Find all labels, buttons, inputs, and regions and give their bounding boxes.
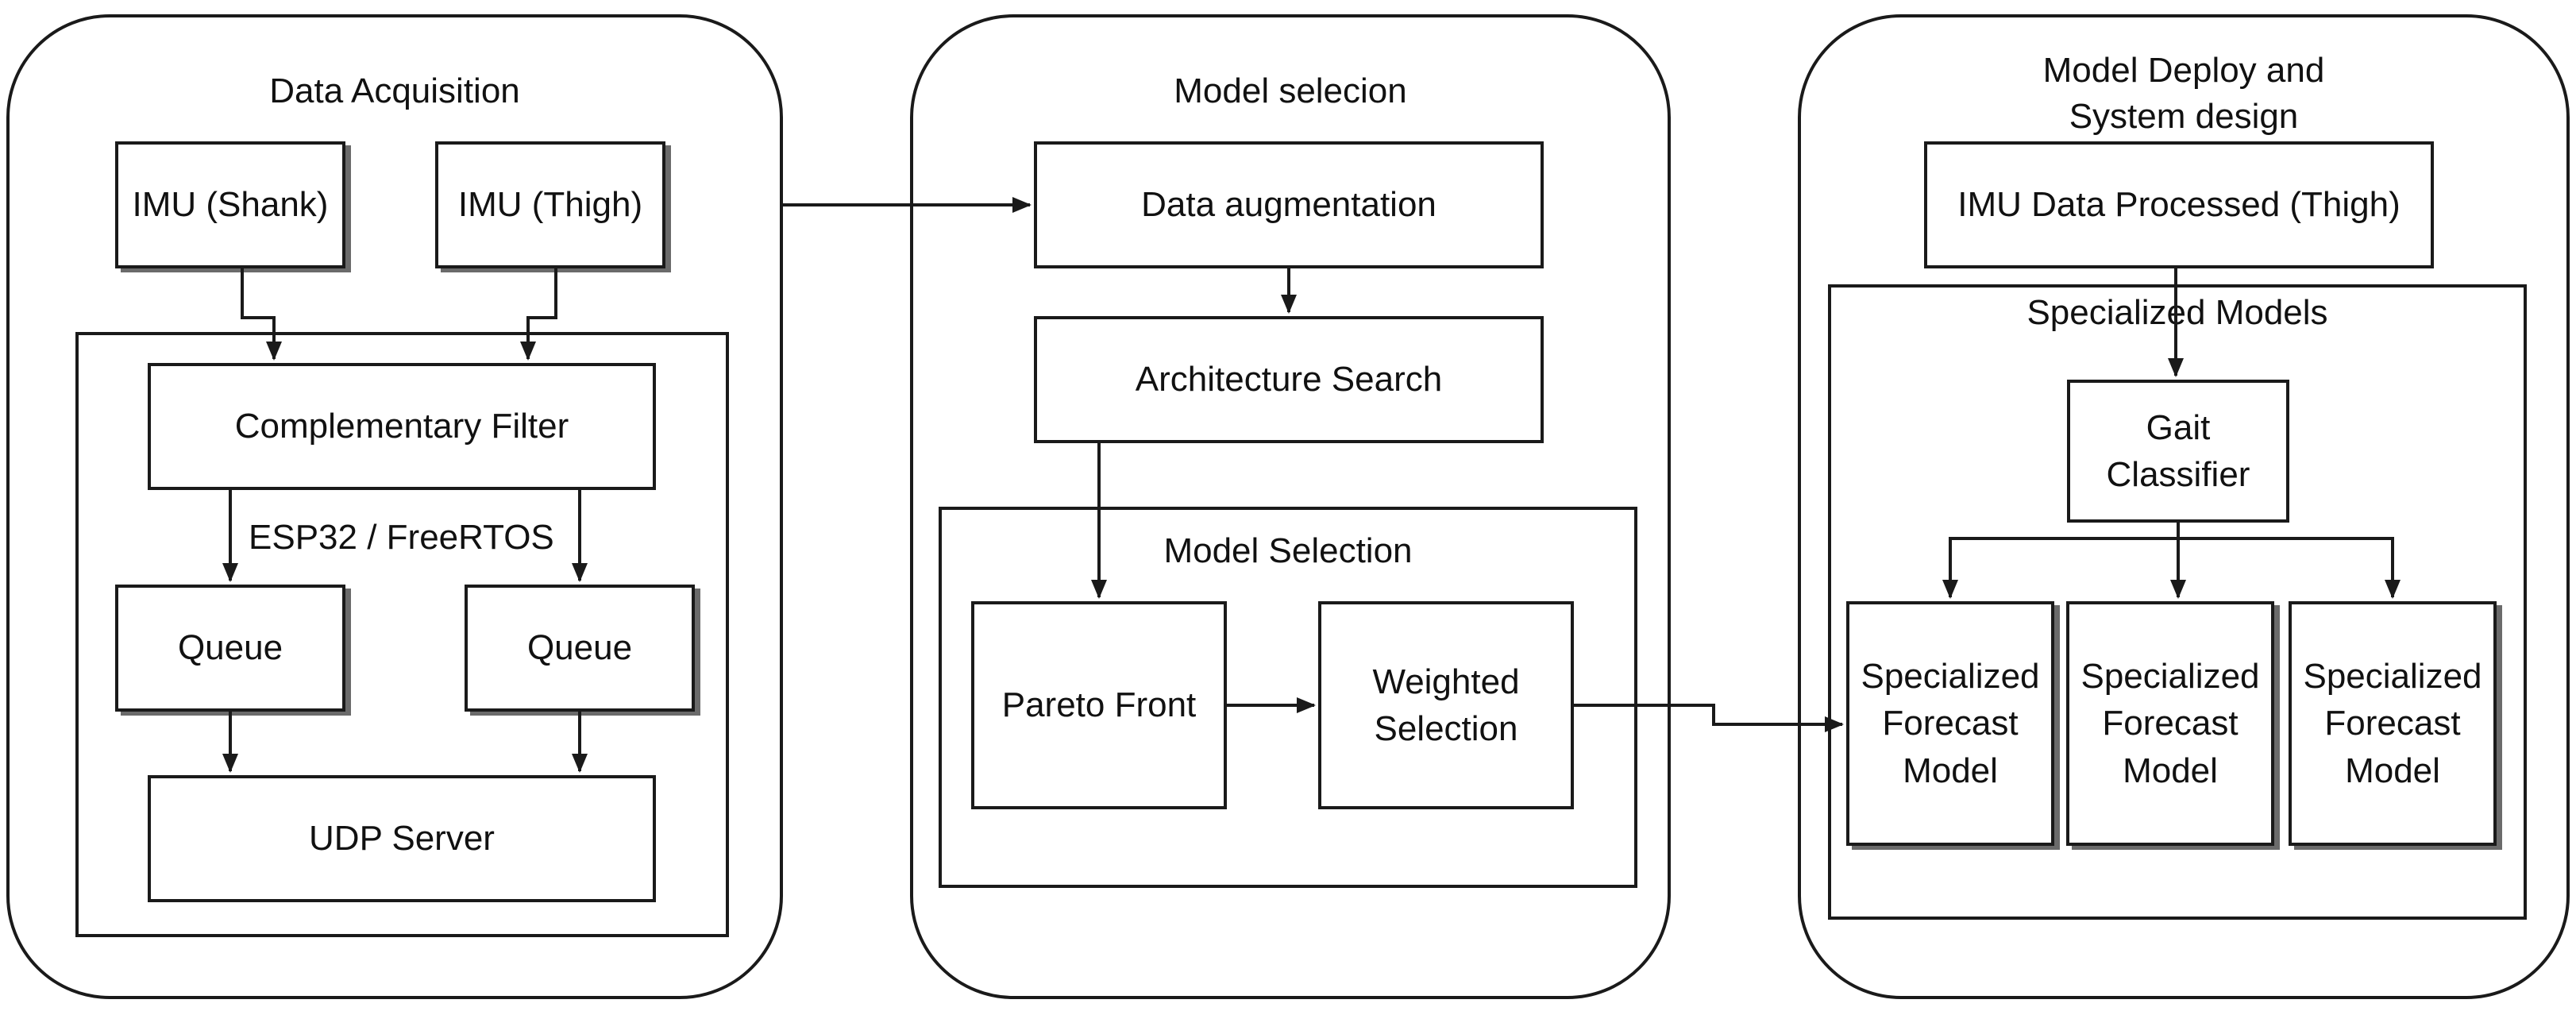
forecast-model-1-box: Specialized Forecast Model	[1846, 601, 2054, 846]
imu-data-processed-box: IMU Data Processed (Thigh)	[1924, 141, 2434, 268]
forecast-model-2-box: Specialized Forecast Model	[2066, 601, 2274, 846]
queue-left-box: Queue	[115, 585, 345, 712]
forecast-model-3-box: Specialized Forecast Model	[2289, 601, 2497, 846]
complementary-filter-box: Complementary Filter	[148, 363, 656, 490]
model-selection-subtitle: Model Selection	[1163, 531, 1413, 570]
arrow-thigh-to-filter	[520, 268, 557, 361]
arrow-weighted-to-forecast-model	[1574, 704, 1844, 732]
model-selection-title: Model selecion	[1174, 71, 1407, 110]
model-deploy-title: Model Deploy and System design	[2042, 51, 2325, 137]
gait-classifier-box: Gait Classifier	[2067, 380, 2289, 523]
data-acquisition-title: Data Acquisition	[269, 71, 520, 110]
data-augmentation-box: Data augmentation	[1034, 141, 1544, 268]
udp-server-box: UDP Server	[148, 775, 656, 902]
pareto-front-box: Pareto Front	[971, 601, 1227, 809]
arrow-classifier-to-model-3	[2178, 537, 2401, 599]
arrow-shank-to-filter	[241, 268, 282, 361]
arrow-classifier-to-model-1	[1942, 523, 2180, 599]
imu-shank-box: IMU (Shank)	[115, 141, 345, 268]
queue-right-box: Queue	[465, 585, 695, 712]
weighted-selection-box: Weighted Selection	[1318, 601, 1574, 809]
imu-thigh-box: IMU (Thigh)	[435, 141, 665, 268]
esp32-freertos-label: ESP32 / FreeRTOS	[249, 518, 554, 557]
architecture-search-box: Architecture Search	[1034, 316, 1544, 443]
